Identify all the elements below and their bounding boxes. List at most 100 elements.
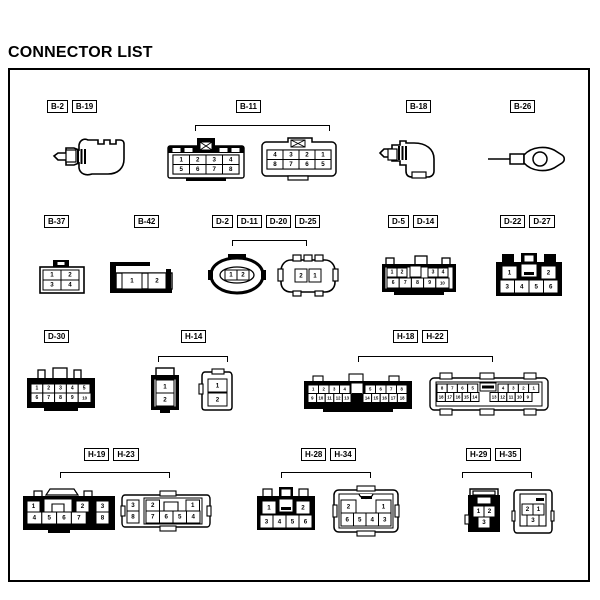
connector-b26-ring-terminal[interactable] — [488, 144, 566, 174]
svg-text:3: 3 — [59, 386, 62, 392]
connector-label-d-5[interactable]: D-5 — [388, 215, 409, 228]
connector-b37[interactable]: 1 2 3 4 — [38, 258, 92, 298]
connector-label-h-23[interactable]: H-23 — [113, 448, 139, 461]
svg-text:3: 3 — [432, 270, 435, 276]
svg-text:9: 9 — [311, 396, 314, 401]
svg-text:6: 6 — [62, 515, 66, 522]
connector-label-d-20[interactable]: D-20 — [265, 215, 292, 228]
connector-d30[interactable]: 1 2 3 4 5 6 7 8 9 10 — [26, 367, 98, 414]
connector-label-h-19[interactable]: H-19 — [84, 448, 110, 461]
svg-text:7: 7 — [151, 514, 155, 521]
connector-h34-right[interactable]: 2 1 6 5 4 3 — [332, 483, 401, 539]
svg-text:5: 5 — [83, 386, 86, 392]
label-group-d2-d11-d20-d25: D-2 D-11 D-20 D-25 — [212, 215, 321, 228]
svg-text:6: 6 — [392, 280, 395, 286]
svg-text:3: 3 — [512, 386, 515, 391]
svg-text:3: 3 — [265, 519, 269, 526]
connector-b2-b19-terminal[interactable] — [44, 128, 144, 184]
pin-grid-h22-right: 8 7 6 5 4 3 2 1 18 17 16 15 14 13 12 11 … — [436, 382, 540, 402]
connector-label-b-26[interactable]: B-26 — [510, 100, 536, 113]
svg-text:3: 3 — [531, 517, 535, 524]
svg-text:2: 2 — [241, 272, 245, 279]
connector-label-b-11[interactable]: B-11 — [236, 100, 261, 113]
svg-text:2: 2 — [163, 397, 167, 404]
svg-text:6: 6 — [549, 284, 553, 291]
label-group-b18: B-18 — [406, 100, 432, 113]
svg-text:2: 2 — [151, 502, 155, 509]
label-group-b37: B-37 — [44, 215, 70, 228]
connector-label-h-35[interactable]: H-35 — [495, 448, 521, 461]
connector-label-h-28[interactable]: H-28 — [301, 448, 327, 461]
pin-grid-h23-right: 3 8 2 1 7 6 5 4 — [126, 497, 203, 525]
label-group-h19-h23: H-19 H-23 — [84, 448, 139, 461]
svg-text:16: 16 — [382, 396, 387, 401]
connector-label-b-19[interactable]: B-19 — [71, 100, 98, 113]
label-group-h14: H-14 — [181, 330, 207, 343]
svg-text:8: 8 — [101, 515, 105, 522]
svg-text:7: 7 — [47, 395, 50, 401]
svg-text:5: 5 — [534, 284, 538, 291]
svg-text:7: 7 — [404, 280, 407, 286]
pin-grid-h28-left: 1 2 3 4 5 6 — [259, 498, 313, 529]
connector-d22-d27[interactable]: 1 2 3 4 5 6 — [494, 252, 564, 302]
svg-text:1: 1 — [50, 272, 54, 279]
svg-text:9: 9 — [71, 395, 74, 401]
connector-label-b-18[interactable]: B-18 — [406, 100, 432, 113]
svg-text:1: 1 — [321, 152, 325, 159]
connector-b18-terminal[interactable] — [378, 135, 452, 183]
pin-grid-h29-left: 1 2 3 — [472, 505, 496, 529]
svg-text:2: 2 — [81, 503, 85, 510]
svg-text:2: 2 — [547, 270, 551, 277]
svg-text:14: 14 — [472, 395, 477, 400]
svg-text:7: 7 — [212, 166, 216, 173]
connector-h19-left[interactable]: 1 2 3 4 5 6 7 8 — [22, 487, 118, 537]
connector-label-d-27[interactable]: D-27 — [529, 215, 555, 228]
svg-text:10: 10 — [82, 395, 87, 400]
connector-label-d-30[interactable]: D-30 — [44, 330, 70, 343]
svg-text:1: 1 — [130, 278, 134, 285]
connector-d2-left[interactable]: 1 2 — [206, 252, 268, 298]
connector-h35-right[interactable]: 2 1 3 — [511, 485, 556, 539]
connector-h14-left[interactable]: 1 2 — [148, 366, 182, 414]
svg-text:4: 4 — [442, 270, 445, 276]
pin-grid-h14-right: 1 2 — [207, 378, 228, 407]
connector-h29-left[interactable]: 1 2 3 — [462, 485, 506, 539]
connector-h14-right[interactable]: 1 2 — [198, 366, 236, 414]
connector-label-h-14[interactable]: H-14 — [181, 330, 207, 343]
connector-d2-right[interactable]: 2 1 — [277, 252, 339, 298]
connector-label-d-22[interactable]: D-22 — [500, 215, 526, 228]
connector-label-b-42[interactable]: B-42 — [134, 215, 160, 228]
connector-label-d-14[interactable]: D-14 — [412, 215, 439, 228]
connector-label-h-29[interactable]: H-29 — [466, 448, 492, 461]
connector-label-b-37[interactable]: B-37 — [44, 215, 70, 228]
connector-label-h-22[interactable]: H-22 — [422, 330, 448, 343]
svg-text:1: 1 — [391, 270, 394, 276]
svg-text:2: 2 — [347, 504, 351, 511]
svg-text:3: 3 — [505, 284, 509, 291]
connector-label-d-2[interactable]: D-2 — [212, 215, 233, 228]
connector-h18-left[interactable]: 1 2 3 4 5 6 7 8 9 10 11 12 13 14 15 16 1… — [303, 373, 415, 416]
connector-b11-left[interactable]: 1 2 3 4 5 6 7 8 — [166, 134, 246, 182]
svg-text:1: 1 — [163, 384, 167, 391]
svg-text:4: 4 — [344, 387, 347, 392]
svg-text:8: 8 — [401, 387, 404, 392]
connector-label-h-34[interactable]: H-34 — [330, 448, 356, 461]
connector-label-b-2[interactable]: B-2 — [47, 100, 68, 113]
connector-h22-right[interactable]: 8 7 6 5 4 3 2 1 18 17 16 15 14 13 12 11 … — [428, 370, 550, 418]
connector-label-d-25[interactable]: D-25 — [295, 215, 321, 228]
svg-text:1: 1 — [32, 503, 36, 510]
connector-label-h-18[interactable]: H-18 — [393, 330, 419, 343]
svg-text:8: 8 — [441, 386, 444, 391]
group-bracket-h28-h34 — [281, 472, 371, 478]
connector-h28-left[interactable]: 1 2 3 4 5 6 — [255, 485, 317, 537]
svg-text:8: 8 — [229, 166, 233, 173]
connector-label-d-11[interactable]: D-11 — [236, 215, 262, 228]
svg-text:7: 7 — [390, 387, 393, 392]
connector-d5-d14[interactable]: 1 2 3 4 6 7 8 9 10 — [380, 255, 460, 300]
svg-text:1: 1 — [191, 502, 195, 509]
connector-b42[interactable]: 1 2 — [108, 260, 180, 298]
svg-text:10: 10 — [517, 395, 522, 400]
connector-b11-right[interactable]: 4 3 2 1 8 7 6 5 — [258, 132, 340, 182]
connector-h23-right[interactable]: 3 8 2 1 7 6 5 4 — [120, 487, 212, 535]
svg-text:8: 8 — [131, 514, 135, 521]
